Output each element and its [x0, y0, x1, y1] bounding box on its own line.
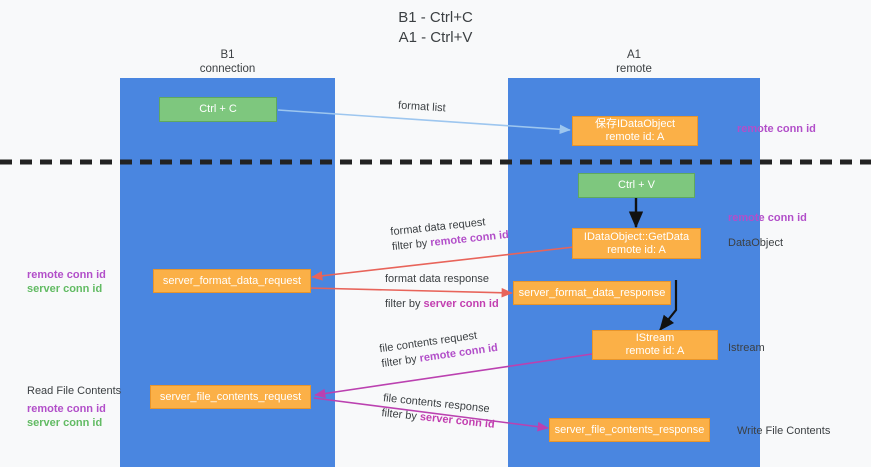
- box-idataobject-getdata-line1: IDataObject::GetData: [583, 230, 690, 243]
- annotation-dataobject: DataObject: [728, 237, 784, 249]
- diagram-title: B1 - Ctrl+C A1 - Ctrl+V: [0, 8, 871, 48]
- box-server-file-contents-request-label: server_file_contents_request: [159, 390, 302, 403]
- box-server-format-data-response-label: server_format_data_response: [518, 286, 666, 299]
- box-save-idataobject[interactable]: 保存IDataObject remote id: A: [572, 116, 698, 146]
- box-ctrl-c[interactable]: Ctrl + C: [159, 97, 277, 122]
- box-ctrl-v-label: Ctrl + V: [618, 179, 655, 191]
- filter-prefix: filter by: [391, 237, 431, 254]
- annotation-left-server-conn-id: server conn id: [27, 283, 103, 295]
- column-header-a1: A1 remote: [508, 48, 760, 76]
- annotation-write-file-contents: Write File Contents: [737, 425, 831, 437]
- filter-prefix: filter by: [380, 352, 421, 371]
- column-header-a1-sub: remote: [616, 63, 652, 75]
- box-server-file-contents-request[interactable]: server_file_contents_request: [150, 385, 311, 409]
- edge-label-format-data-response-text: format data response: [385, 273, 489, 285]
- edge-label-file-contents-request: file contents request filter by remote c…: [378, 326, 499, 372]
- box-server-format-data-response[interactable]: server_format_data_response: [513, 281, 671, 305]
- title-line-2: A1 - Ctrl+V: [398, 29, 473, 46]
- box-istream-line1: IStream: [635, 332, 675, 344]
- column-header-b1: B1 connection: [120, 48, 335, 76]
- box-istream[interactable]: IStream remote id: A: [592, 330, 718, 360]
- box-ctrl-v[interactable]: Ctrl + V: [578, 173, 695, 198]
- filter-prefix: filter by: [380, 407, 421, 424]
- annotation-left-remote-conn-id: remote conn id: [27, 269, 106, 281]
- box-server-file-contents-response-label: server_file_contents_response: [554, 423, 705, 436]
- box-save-idataobject-line1: 保存IDataObject: [594, 118, 676, 130]
- edge-label-format-data-response-filter: filter by server conn id: [385, 297, 499, 312]
- box-server-file-contents-response[interactable]: server_file_contents_response: [549, 418, 710, 442]
- edge-label-format-list: format list: [398, 99, 447, 117]
- title-line-1: B1 - Ctrl+C: [398, 9, 473, 26]
- box-idataobject-getdata-line2: remote id: A: [607, 243, 666, 256]
- column-header-b1-sub: connection: [199, 63, 256, 75]
- annotation-left-server-conn-id-2: server conn id: [27, 417, 103, 429]
- annotation-remote-conn-id-top: remote conn id: [737, 123, 816, 135]
- annotation-istream: Istream: [728, 342, 765, 354]
- column-header-b1-name: B1: [220, 49, 235, 61]
- column-header-a1-name: A1: [626, 49, 642, 61]
- annotation-remote-conn-id-mid: remote conn id: [728, 212, 807, 224]
- annotation-read-file-contents: Read File Contents: [27, 385, 122, 397]
- box-istream-line2: remote id: A: [625, 345, 685, 357]
- edge-label-file-contents-response: file contents response filter by server …: [381, 391, 497, 433]
- edge-label-format-data-request: format data request filter by remote con…: [390, 213, 510, 255]
- edge-label-format-list-text: format list: [397, 99, 447, 115]
- box-idataobject-getdata[interactable]: IDataObject::GetData remote id: A: [572, 228, 701, 259]
- box-ctrl-c-label: Ctrl + C: [199, 103, 237, 115]
- annotation-left-remote-conn-id-2: remote conn id: [27, 403, 106, 415]
- box-save-idataobject-line2: remote id: A: [605, 131, 665, 143]
- filter-prefix: filter by: [385, 298, 424, 310]
- edge-label-format-data-response: format data response filter by server co…: [385, 272, 499, 312]
- box-server-format-data-request[interactable]: server_format_data_request: [153, 269, 311, 293]
- box-server-format-data-request-label: server_format_data_request: [162, 274, 302, 287]
- filter-key-server-conn-id: server conn id: [423, 298, 499, 310]
